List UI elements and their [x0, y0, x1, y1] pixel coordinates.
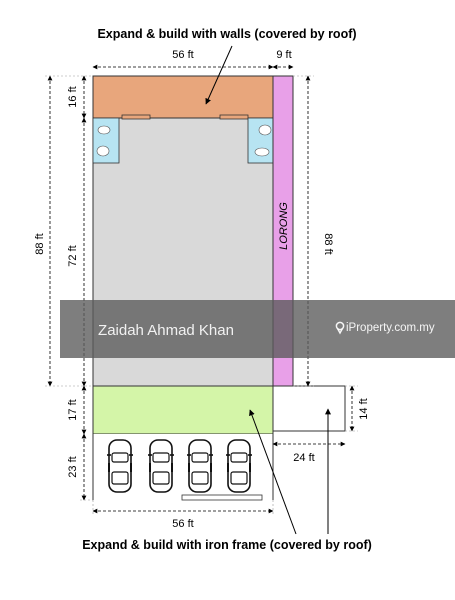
iron-frame-extension [92, 385, 274, 435]
dim-lorong-height: 88 ft [322, 233, 334, 254]
top-title-arrow [205, 45, 233, 105]
walled-extension [92, 75, 274, 119]
dim-top-section-height: 16 ft [67, 86, 79, 107]
iproperty-logo: iProperty.com.my [335, 321, 435, 335]
bottom-title-arrow-1 [249, 409, 297, 535]
car-icon [226, 439, 252, 493]
car-icon [187, 439, 213, 493]
location-pin-icon [335, 321, 345, 331]
extension-window-right [219, 114, 249, 120]
watermark: Zaidah Ahmad Khan iProperty.com.my [60, 300, 455, 358]
dim-parking-height: 23 ft [67, 456, 79, 477]
dim-total-height-left: 88 ft [34, 233, 46, 254]
dim-side-box-width: 24 ft [293, 452, 314, 464]
dim-top-width: 56 ft [172, 49, 193, 61]
dim-lorong-width: 9 ft [276, 49, 291, 61]
watermark-band [60, 300, 455, 358]
top-title: Expand & build with walls (covered by ro… [97, 27, 356, 41]
dim-lower-section-height: 17 ft [67, 399, 79, 420]
car-icon [148, 439, 174, 493]
watermark-logo-text: iProperty.com.my [346, 322, 435, 334]
extension-window-left [121, 114, 151, 120]
dim-middle-height: 72 ft [67, 245, 79, 266]
watermark-name: Zaidah Ahmad Khan [98, 322, 234, 339]
extension-ticks [45, 75, 358, 516]
bathroom-right [247, 117, 274, 164]
dim-bottom-width: 56 ft [172, 518, 193, 530]
gate [181, 494, 263, 501]
lorong-label: LORONG [278, 202, 290, 250]
cars-group [107, 439, 252, 493]
car-icon [107, 439, 133, 493]
bottom-title: Expand & build with iron frame (covered … [82, 538, 372, 552]
side-box [272, 385, 346, 432]
dim-side-box-height: 14 ft [358, 398, 370, 419]
dimension-lines [47, 64, 355, 514]
bathroom-left [92, 117, 120, 164]
